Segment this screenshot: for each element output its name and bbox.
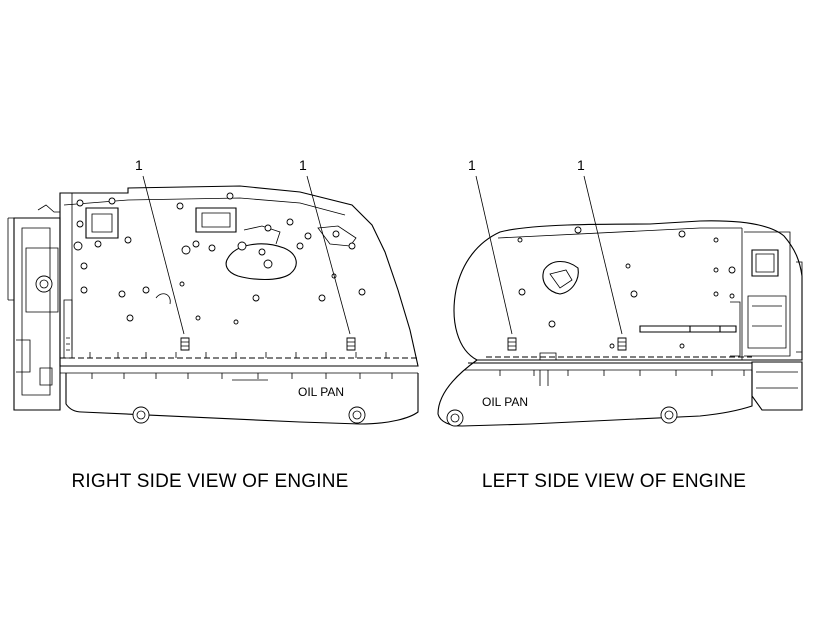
left-drain-plugs <box>446 406 678 427</box>
left-callout-leader-2 <box>583 175 623 335</box>
right-drain-plugs <box>132 406 366 424</box>
left-callout-2: 1 <box>577 157 585 173</box>
right-oil-pan-label: OIL PAN <box>298 385 344 399</box>
left-target-bolts <box>507 337 627 351</box>
right-callout-leader-2 <box>306 175 351 335</box>
right-side-view: 1 1 OIL PAN RIGHT SIDE VIEW OF ENGINE <box>7 157 419 492</box>
left-bolts <box>517 226 736 349</box>
left-details <box>539 260 737 361</box>
right-bolts <box>73 192 366 325</box>
right-callout-leader-1 <box>142 175 185 335</box>
right-callout-1: 1 <box>135 157 143 173</box>
right-front-housing <box>7 204 73 411</box>
left-callout-leader-1 <box>475 175 513 335</box>
right-callout-2: 1 <box>299 157 307 173</box>
left-engine-block-outline <box>453 220 803 361</box>
right-view-caption: RIGHT SIDE VIEW OF ENGINE <box>71 471 348 492</box>
left-side-view: 1 1 OIL PAN LEFT SIDE VIEW OF ENGINE <box>437 157 803 492</box>
right-pan-flange <box>60 352 418 381</box>
left-rear-housing <box>730 231 803 411</box>
left-callout-1: 1 <box>468 157 476 173</box>
right-oil-pan-outline <box>65 373 419 425</box>
left-oil-pan-label: OIL PAN <box>482 395 528 409</box>
left-pan-flange <box>464 356 752 386</box>
left-view-caption: LEFT SIDE VIEW OF ENGINE <box>482 471 746 492</box>
right-covers <box>85 207 357 281</box>
right-target-bolts <box>180 337 356 351</box>
right-engine-block-outline <box>59 185 419 367</box>
